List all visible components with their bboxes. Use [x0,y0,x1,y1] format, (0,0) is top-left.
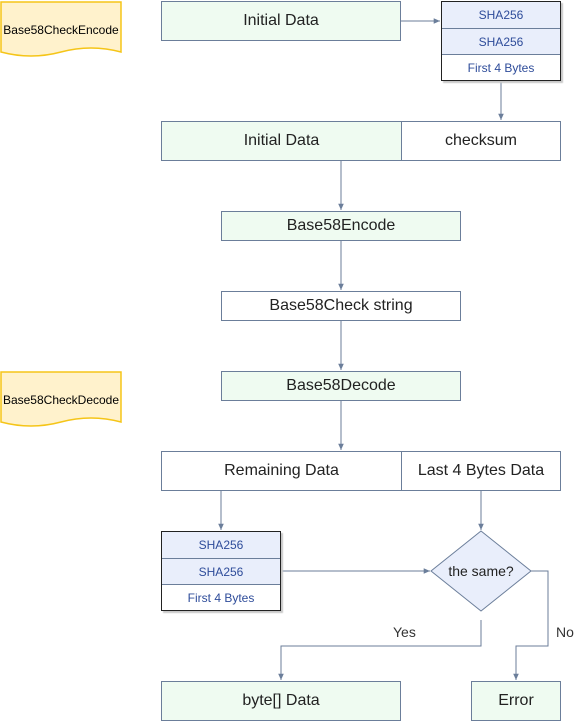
encode-first4-label: First 4 Bytes [467,60,535,75]
no-label: No [556,624,574,640]
initial-data-combined-label: Initial Data [243,132,320,149]
base58check-string-box: Base58Check string [221,291,461,321]
decode-sha256-label-2: SHA256 [198,564,244,579]
encode-sha256-row-2: SHA256 [442,29,560,55]
checksum-box: checksum [401,121,561,161]
base58-encode-label: Base58Encode [286,217,396,234]
base58-encode-box: Base58Encode [221,211,461,241]
decision-diamond [430,530,532,612]
decode-hash-stack: SHA256 SHA256 First 4 Bytes [161,531,281,611]
yes-label: Yes [393,624,416,640]
decode-note: Base58CheckDecode [1,380,121,420]
decode-first4-label: First 4 Bytes [187,590,255,605]
byte-data-label: byte[] Data [242,692,320,709]
encode-sha256-row-1: SHA256 [442,2,560,29]
decode-first4-row: First 4 Bytes [162,585,280,610]
base58check-string-label: Base58Check string [269,297,413,314]
base58-decode-label: Base58Decode [286,377,396,394]
decision-label: the same? [431,561,531,581]
remaining-data-box: Remaining Data [161,451,402,491]
error-box: Error [471,681,561,721]
decode-note-shape [0,371,122,427]
arrow-no [513,570,549,680]
decode-sha256-label-1: SHA256 [198,538,244,552]
initial-data-label: Initial Data [243,12,319,29]
decode-sha256-row-1: SHA256 [162,532,280,559]
last-4-bytes-box: Last 4 Bytes Data [401,451,561,491]
decision-text: the same? [448,563,514,579]
initial-data-combined-box: Initial Data [161,121,402,161]
remaining-data-label: Remaining Data [224,462,339,479]
encode-hash-stack: SHA256 SHA256 First 4 Bytes [441,1,561,81]
encode-note-label: Base58CheckEncode [3,23,119,37]
encode-note-shape [0,1,122,57]
decode-note-label: Base58CheckDecode [2,393,120,407]
error-label: Error [498,692,534,709]
initial-data-box: Initial Data [161,1,401,41]
checksum-label: checksum [444,132,518,149]
encode-sha256-label-1: SHA256 [478,8,524,22]
base58-decode-box: Base58Decode [221,371,461,401]
byte-data-box: byte[] Data [161,681,401,721]
decode-sha256-row-2: SHA256 [162,559,280,585]
arrow-yes [278,620,482,680]
encode-note: Base58CheckEncode [1,10,121,50]
last-4-bytes-label: Last 4 Bytes Data [417,462,545,479]
encode-first4-row: First 4 Bytes [442,55,560,80]
encode-sha256-label-2: SHA256 [478,34,524,49]
